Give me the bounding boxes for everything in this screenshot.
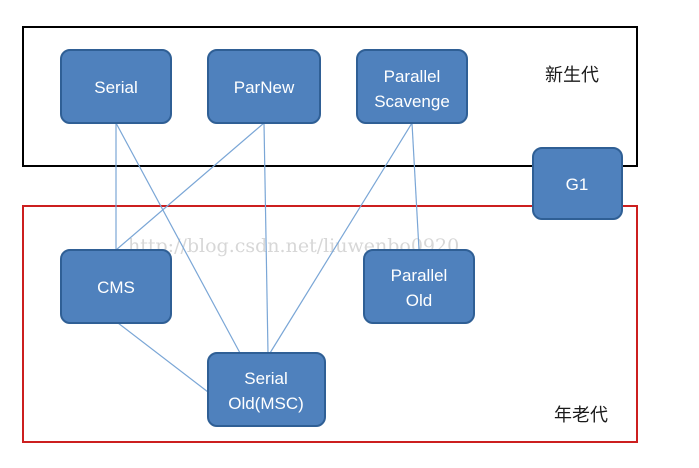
- collector-parallel-scavenge: Parallel Scavenge: [356, 49, 468, 124]
- collector-parnew: ParNew: [207, 49, 321, 124]
- serial-box: [60, 49, 172, 124]
- parallel-scavenge-label-line2: Scavenge: [374, 92, 450, 111]
- cms-label: CMS: [97, 278, 135, 297]
- serial-old-label-line2: Old(MSC): [228, 394, 304, 413]
- parnew-box: [207, 49, 321, 124]
- parallel-old-box: [363, 249, 475, 324]
- serial-old-box: [207, 352, 326, 427]
- edge-parallel-scavenge-to-serial-old: [269, 122, 413, 354]
- young-generation-label: 新生代: [545, 65, 599, 86]
- edge-parallel-scavenge-to-parallel-old: [411, 122, 420, 251]
- collector-serial-old: Serial Old(MSC): [207, 352, 326, 427]
- edge-cms-to-serial-old: [117, 322, 209, 393]
- collector-parallel-old: Parallel Old: [363, 249, 475, 324]
- g1-box: [532, 147, 623, 220]
- connector-lines: [115, 122, 420, 393]
- g1-label: G1: [566, 175, 589, 194]
- old-generation-label: 年老代: [554, 405, 608, 426]
- collector-serial: Serial: [60, 49, 172, 124]
- cms-box: [60, 249, 172, 324]
- edge-serial-to-serial-old: [115, 122, 241, 354]
- young-generation-region: [22, 26, 638, 167]
- parallel-old-label-line2: Old: [406, 291, 432, 310]
- parallel-scavenge-box: [356, 49, 468, 124]
- edge-parnew-to-cms: [115, 122, 265, 251]
- serial-label: Serial: [94, 78, 137, 97]
- edge-parnew-to-serial-old: [263, 122, 269, 354]
- collector-cms: CMS: [60, 249, 172, 324]
- parnew-label: ParNew: [234, 78, 295, 97]
- parallel-old-label-line1: Parallel: [391, 266, 448, 285]
- old-generation-region: [22, 205, 638, 443]
- serial-old-label-line1: Serial: [244, 369, 287, 388]
- parallel-scavenge-label-line1: Parallel: [384, 67, 441, 86]
- collector-g1: G1: [532, 147, 623, 220]
